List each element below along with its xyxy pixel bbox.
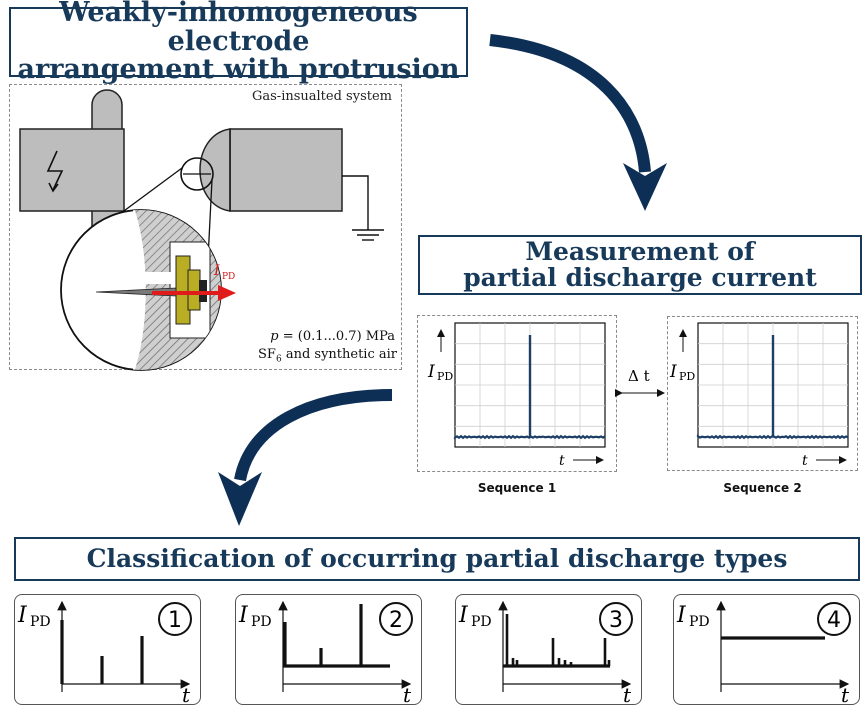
- sequence-2-panel: [667, 316, 858, 471]
- pressure-symbol: p: [270, 329, 279, 344]
- x-axis-symbol: t: [403, 683, 412, 707]
- title-measurement-line2: partial discharge current: [463, 263, 817, 292]
- pressure-value: = (0.1...0.7) MPa: [278, 329, 395, 344]
- current-arrow: [152, 285, 236, 301]
- flow-arrow-to-classification: [218, 389, 393, 526]
- medium-label: SF6 and synthetic air: [258, 347, 397, 365]
- y-axis-symbol: I: [669, 362, 677, 382]
- type-number-badge: [599, 602, 633, 636]
- sequence-1-caption: Sequence 1: [477, 481, 557, 495]
- x-axis-symbol: t: [802, 453, 808, 469]
- type-number: 4: [827, 608, 841, 633]
- chamber-dome: [199, 128, 231, 212]
- title-measurement: Measurement of partial discharge current: [418, 235, 862, 295]
- type-number: 1: [168, 608, 182, 633]
- medium-subscript: 6: [275, 354, 282, 365]
- y-axis-subscript: PD: [251, 614, 272, 630]
- ground-symbol-icon: [342, 175, 384, 241]
- y-axis-symbol: I: [427, 362, 435, 382]
- title-electrode-line1: Weakly-inhomogeneous electrode: [59, 0, 418, 57]
- y-axis-symbol: I: [17, 603, 28, 628]
- sequence-2-caption: Sequence 2: [723, 481, 802, 495]
- type-number-badge: [817, 602, 851, 636]
- delta-t-label: Δ t: [628, 367, 650, 385]
- title-electrode-arrangement: Weakly-inhomogeneous electrode arrangeme…: [9, 0, 468, 84]
- y-axis-subscript: PD: [679, 370, 695, 383]
- gis-panel: Gas-insualted system p = (0.1...0.7) MPa…: [9, 84, 402, 370]
- title-measurement-line1: Measurement of: [525, 236, 755, 266]
- type-number: 3: [609, 608, 623, 633]
- x-axis-symbol: t: [182, 683, 191, 707]
- x-axis-symbol: t: [559, 453, 565, 469]
- type-number-badge: [158, 602, 192, 636]
- type-number: 2: [389, 608, 403, 633]
- current-symbol: I: [213, 263, 220, 279]
- y-axis-subscript: PD: [471, 614, 492, 630]
- medium-suffix: and synthetic air: [281, 347, 397, 362]
- y-axis-subscript: PD: [689, 614, 710, 630]
- y-axis-symbol: I: [458, 603, 469, 628]
- title-classification: Classification of occurring partial disc…: [14, 537, 860, 581]
- pd-current-trace: [453, 434, 606, 440]
- y-axis-symbol: I: [238, 603, 249, 628]
- right-chamber: [229, 128, 343, 212]
- medium-prefix: SF: [258, 347, 276, 362]
- title-electrode-line2: arrangement with protrusion: [17, 54, 460, 86]
- gis-schematic: I PD: [19, 89, 384, 371]
- x-axis-symbol: t: [841, 683, 850, 707]
- current-subscript: PD: [222, 272, 235, 282]
- gis-system-label: Gas-insualted system: [252, 89, 392, 104]
- delta-t-marker: Δ t: [615, 367, 665, 397]
- pressure-label: p = (0.1...0.7) MPa: [270, 329, 395, 344]
- y-axis-symbol: I: [676, 603, 687, 628]
- type-number-badge: [379, 602, 413, 636]
- y-axis-subscript: PD: [437, 370, 453, 383]
- y-axis-subscript: PD: [30, 614, 51, 630]
- high-voltage-icon: [46, 150, 64, 193]
- magnify-spot: [180, 157, 214, 191]
- left-housing: [19, 128, 125, 212]
- x-axis-symbol: t: [623, 683, 632, 707]
- flow-arrow-to-measurement: [489, 34, 667, 211]
